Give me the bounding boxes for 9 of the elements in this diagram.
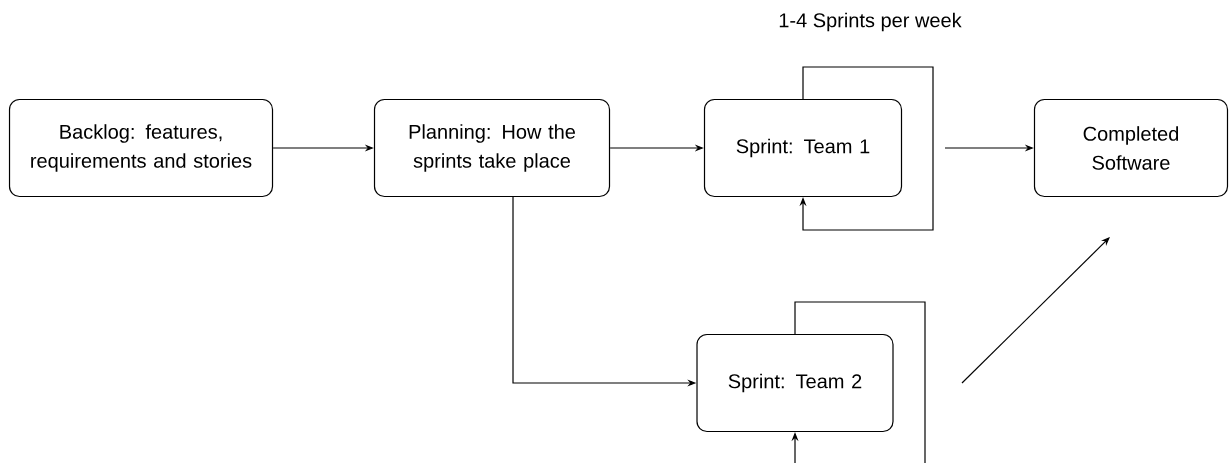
arrow — [961, 237, 1110, 384]
arrow — [799, 66, 934, 231]
arrow — [791, 301, 926, 463]
process-box: Completed Software — [1033, 98, 1229, 198]
process-box: Planning: How the sprints take place — [373, 98, 611, 198]
caption: 1-4 Sprints per week — [779, 12, 962, 32]
process-box: Backlog: features, requirements and stories — [8, 98, 274, 198]
process-box: Sprint: Team 2 — [696, 333, 894, 433]
process-box: Sprint: Team 1 — [703, 98, 903, 198]
